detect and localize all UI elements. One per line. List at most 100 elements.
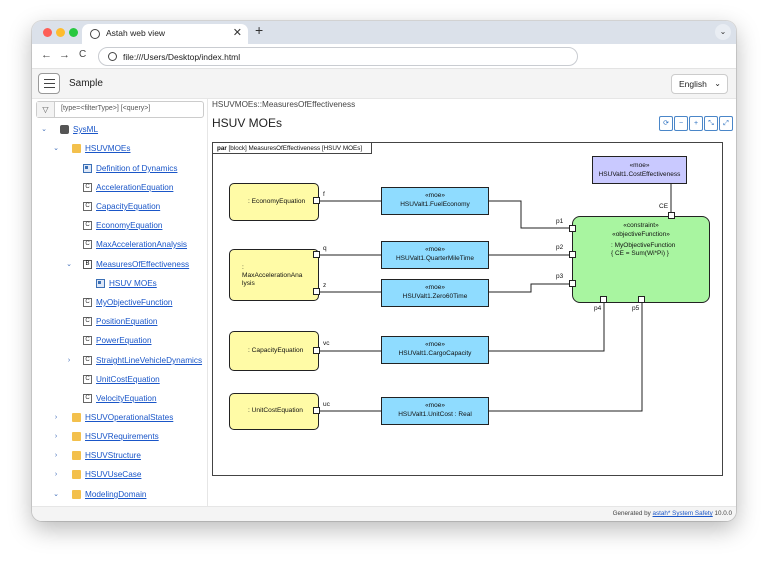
folder-icon — [72, 451, 81, 460]
port-q[interactable] — [313, 251, 320, 258]
constraint-stereotype: «constraint» — [623, 222, 659, 229]
menu-button[interactable] — [38, 73, 60, 94]
tree-label[interactable]: CapacityEquation — [96, 202, 161, 211]
objective-function-constraint[interactable]: «constraint» «objectiveFunction» : MyObj… — [572, 216, 710, 303]
chevron-right-icon[interactable]: › — [54, 433, 58, 440]
close-window-button[interactable] — [43, 28, 52, 37]
port-p3[interactable] — [569, 280, 576, 287]
tree-label[interactable]: PositionEquation — [96, 317, 158, 326]
moe-stereotype: «moe» — [425, 246, 445, 253]
max-acceleration-label: : MaxAccelerationAna lysis — [242, 264, 302, 288]
folder-icon — [72, 490, 81, 499]
tree-label[interactable]: Definition of Dynamics — [96, 164, 178, 173]
site-info-icon[interactable] — [108, 52, 117, 61]
connector-unitcost-p5 — [489, 299, 643, 412]
diagram-icon — [83, 164, 92, 173]
fullscreen-button[interactable]: ⤢ — [719, 116, 733, 131]
tree-label[interactable]: AccelerationEquation — [96, 183, 174, 192]
reload-button[interactable]: C — [79, 49, 87, 60]
tree-label[interactable]: StraightLineVehicleDynamics — [96, 356, 203, 365]
reset-zoom-button[interactable]: ⟳ — [659, 116, 673, 131]
tab-title: Astah web view — [106, 28, 166, 38]
language-select[interactable]: English ⌄ — [671, 74, 728, 94]
browser-tab[interactable]: Astah web view ✕ — [82, 24, 248, 44]
port-p2[interactable] — [569, 251, 576, 258]
back-button[interactable]: ← — [41, 49, 52, 61]
minimize-window-button[interactable] — [56, 28, 65, 37]
objective-function-name: : MyObjectiveFunction — [611, 242, 676, 249]
max-acceleration-analysis-property[interactable]: : MaxAccelerationAna lysis — [229, 249, 319, 301]
tree-label[interactable]: ModelingDomain — [85, 490, 147, 499]
quarter-mile-time-part[interactable]: «moe» HSUValt1.QuarterMileTime — [381, 241, 489, 269]
tree-label[interactable]: HSUVUseCase — [85, 470, 142, 479]
port-f[interactable] — [313, 197, 320, 204]
port-label-p3: p3 — [556, 273, 564, 280]
cargo-capacity-label: HSUValt1.CargoCapacity — [398, 350, 472, 357]
globe-icon — [90, 29, 100, 39]
tab-menu-button[interactable]: ⌄ — [715, 24, 731, 40]
browser-toolbar: ← → C file:///Users/Desktop/index.html — [32, 44, 736, 69]
chevron-right-icon[interactable]: › — [54, 452, 58, 459]
chevron-down-icon[interactable]: ⌄ — [53, 145, 59, 152]
chevron-right-icon[interactable]: › — [54, 471, 58, 478]
tree-label[interactable]: HSUVOperationalStates — [85, 413, 174, 422]
maximize-window-button[interactable] — [69, 28, 78, 37]
port-vc[interactable] — [313, 347, 320, 354]
cargo-capacity-part[interactable]: «moe» HSUValt1.CargoCapacity — [381, 336, 489, 364]
tree-label[interactable]: EconomyEquation — [96, 221, 163, 230]
economy-equation-property[interactable]: : EconomyEquation — [229, 183, 319, 221]
port-z[interactable] — [313, 288, 320, 295]
filter-input[interactable]: [type=<filterType>] [<query>] — [61, 105, 151, 112]
tree-label[interactable]: MaxAccelerationAnalysis — [96, 240, 188, 249]
folder-icon — [72, 413, 81, 422]
port-label-ce: CE — [659, 203, 669, 210]
astah-link[interactable]: astah* System Safety — [652, 510, 713, 517]
moe-stereotype: «moe» — [425, 341, 445, 348]
capacity-equation-property[interactable]: : CapacityEquation — [229, 331, 319, 371]
port-label-p4: p4 — [594, 305, 602, 312]
funnel-icon[interactable]: ▽ — [37, 102, 55, 117]
tree-label[interactable]: MeasuresOfEffectiveness — [96, 260, 190, 269]
port-label-vc: vc — [323, 340, 330, 347]
port-p1[interactable] — [569, 225, 576, 232]
tree-label[interactable]: MyObjectiveFunction — [96, 298, 173, 307]
tree-label[interactable]: VelocityEquation — [96, 394, 157, 403]
tree-label[interactable]: HSUVStructure — [85, 451, 141, 460]
port-p5[interactable] — [638, 296, 645, 303]
new-tab-button[interactable]: + — [255, 22, 264, 38]
port-p4[interactable] — [600, 296, 607, 303]
unit-cost-equation-label: : UnitCostEquation — [248, 407, 303, 414]
zero60-time-label: HSUValt1.Zero60Time — [402, 293, 468, 300]
zoom-in-button[interactable]: + — [689, 116, 703, 131]
zero60-time-part[interactable]: «moe» HSUValt1.Zero60Time — [381, 279, 489, 307]
objective-function-expression: { CE = Sum(Wi*Pi) } — [611, 250, 669, 257]
constraint-block-icon: C — [83, 183, 92, 192]
tree-label[interactable]: PowerEquation — [96, 336, 152, 345]
tree-label[interactable]: UnitCostEquation — [96, 375, 160, 384]
chevron-down-icon[interactable]: ⌄ — [66, 261, 72, 268]
tree-label[interactable]: HSUV MOEs — [109, 279, 157, 288]
quarter-mile-time-label: HSUValt1.QuarterMileTime — [395, 255, 475, 262]
chevron-right-icon[interactable]: › — [67, 357, 71, 364]
address-bar[interactable]: file:///Users/Desktop/index.html — [98, 47, 578, 66]
fit-to-window-button[interactable]: ⤡ — [704, 116, 718, 131]
app-header: Sample English ⌄ — [32, 69, 736, 99]
fuel-economy-part[interactable]: «moe» HSUValt1.FuelEconomy — [381, 187, 489, 215]
zoom-out-button[interactable]: − — [674, 116, 688, 131]
max-acc-line-3: lysis — [242, 280, 255, 287]
unit-cost-equation-property[interactable]: : UnitCostEquation — [229, 393, 319, 430]
chevron-down-icon[interactable]: ⌄ — [41, 126, 47, 133]
port-ce[interactable] — [668, 212, 675, 219]
constraint-block-icon: C — [83, 394, 92, 403]
tree-label[interactable]: SysML — [73, 125, 99, 134]
parametric-diagram[interactable]: par [block] MeasuresOfEffectiveness [HSU… — [212, 142, 723, 476]
port-uc[interactable] — [313, 407, 320, 414]
tree-label[interactable]: HSUVRequirements — [85, 432, 159, 441]
unit-cost-part[interactable]: «moe» HSUValt1.UnitCost : Real — [381, 397, 489, 425]
chevron-right-icon[interactable]: › — [54, 414, 58, 421]
tab-close-button[interactable]: ✕ — [232, 27, 242, 39]
chevron-down-icon[interactable]: ⌄ — [53, 491, 59, 498]
tree-label[interactable]: HSUVMOEs — [85, 144, 131, 153]
cost-effectiveness-part[interactable]: «moe» HSUValt1.CostEffectiveness — [592, 156, 687, 184]
forward-button[interactable]: → — [59, 49, 70, 61]
